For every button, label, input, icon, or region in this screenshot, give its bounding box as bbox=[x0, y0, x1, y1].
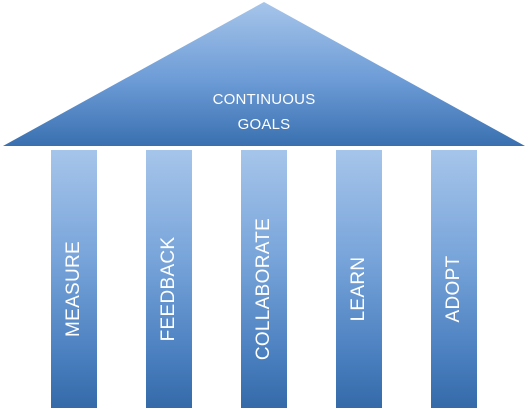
pillar-label: FEEDBACK bbox=[158, 236, 179, 342]
roof-label-line-1: CONTINUOUS bbox=[212, 91, 316, 108]
pillar-label: ADOPT bbox=[443, 255, 464, 323]
pillar-measure: MEASURE bbox=[51, 150, 97, 408]
pillar-feedback: FEEDBACK bbox=[146, 150, 192, 408]
pillar-collaborate: COLLABORATE bbox=[241, 150, 287, 408]
roof-label-line-2: GOALS bbox=[237, 116, 291, 133]
pillar-label: MEASURE bbox=[63, 241, 84, 338]
pillar-label: LEARN bbox=[348, 256, 369, 322]
pillar-learn: LEARN bbox=[336, 150, 382, 408]
pillar-label: COLLABORATE bbox=[253, 218, 274, 361]
pillar-adopt: ADOPT bbox=[431, 150, 477, 408]
roof bbox=[3, 2, 525, 146]
roof-triangle bbox=[3, 2, 525, 146]
roof-label: CONTINUOUS GOALS bbox=[164, 87, 364, 137]
